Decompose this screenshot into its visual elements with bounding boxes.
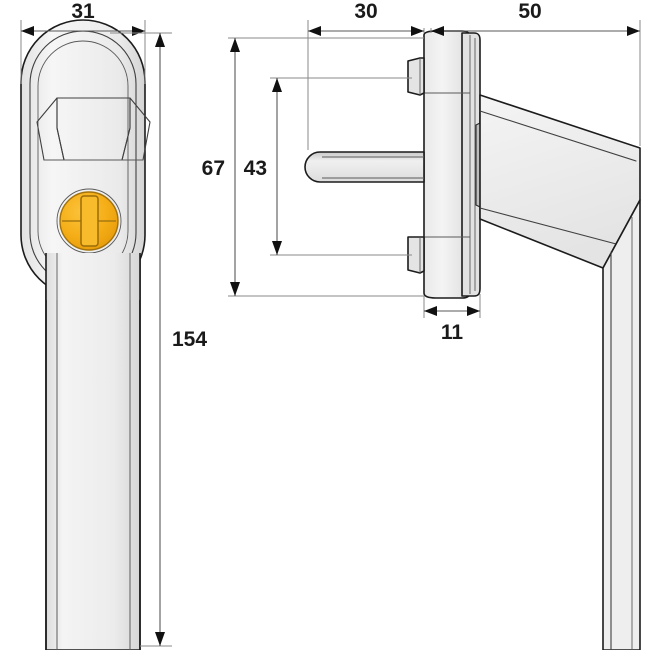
arrow-11-left xyxy=(424,306,437,316)
dimension-depth-30: 30 xyxy=(307,0,425,150)
arrow-154-bottom xyxy=(155,632,165,646)
screw-boss-lower xyxy=(407,236,425,274)
dimension-label-154: 154 xyxy=(172,328,207,351)
dimension-height-67: 67 xyxy=(202,37,424,297)
dimension-label-30: 30 xyxy=(354,0,377,23)
backplate xyxy=(423,30,481,299)
arrow-43-top xyxy=(272,78,282,92)
dimension-depth-50: 50 xyxy=(430,0,641,146)
arrow-30-left xyxy=(308,26,321,36)
dimension-label-11: 11 xyxy=(441,321,464,344)
lever-grip xyxy=(602,199,641,650)
dimension-label-43: 43 xyxy=(244,157,267,180)
dimension-label-31: 31 xyxy=(71,0,95,23)
arrow-67-top xyxy=(230,38,240,52)
arrow-31-right xyxy=(132,26,145,36)
lever-facet-bottom xyxy=(479,207,621,246)
keyway xyxy=(80,195,99,247)
shaft-collar xyxy=(36,97,151,161)
side-view xyxy=(304,30,641,650)
arrow-50-right xyxy=(627,26,640,36)
dimension-depth-11: 11 xyxy=(423,294,481,344)
shaft-overlay xyxy=(46,253,140,300)
dimension-height-154: 154 xyxy=(110,32,207,647)
dimension-label-50: 50 xyxy=(518,0,541,23)
arrow-154-top xyxy=(155,33,165,47)
shaft-over-rosette xyxy=(45,253,141,650)
arrow-31-left xyxy=(21,26,34,36)
lever-facet-top xyxy=(479,110,637,162)
spindle-body xyxy=(304,151,425,183)
arrow-50-left xyxy=(431,26,444,36)
arrow-43-bottom xyxy=(272,241,282,255)
dimension-height-43: 43 xyxy=(244,77,412,256)
screw-boss-upper xyxy=(407,57,425,96)
lever-body xyxy=(479,94,641,269)
arrow-11-right xyxy=(467,306,480,316)
lever-arm xyxy=(479,94,641,650)
spindle xyxy=(304,151,425,183)
screw-boss-upper-body xyxy=(407,57,425,96)
dimension-label-67: 67 xyxy=(202,157,225,180)
arrow-30-right xyxy=(411,26,424,36)
backplate-cover xyxy=(461,32,481,297)
front-view xyxy=(20,19,151,650)
key-cylinder xyxy=(56,188,122,254)
arrow-67-bottom xyxy=(230,282,240,296)
